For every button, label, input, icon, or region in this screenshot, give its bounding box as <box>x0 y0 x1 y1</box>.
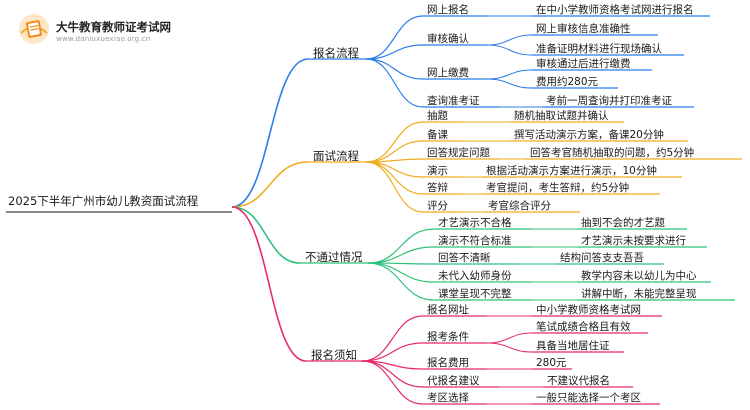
b3-node-1-link <box>367 228 435 264</box>
b2-node-5-link <box>365 161 424 195</box>
leaf-unclear-answer-1: 结构问答支支吾吾 <box>560 252 644 264</box>
node-talent-fail: 才艺演示不合格 <box>438 217 512 229</box>
node-incomplete-class: 课堂呈现不完整 <box>438 288 512 300</box>
node-answer-questions: 回答规定问题 <box>427 147 490 159</box>
node-registration-site: 报名网址 <box>427 304 469 316</box>
leaf-registration-fee-1: 280元 <box>536 357 567 369</box>
node-no-teacher-role: 未代入幼师身份 <box>438 270 512 282</box>
node-review-confirm: 审核确认 <box>427 33 469 45</box>
leaf-exam-area-1: 一般只能选择一个考区 <box>536 392 641 404</box>
node-online-registration: 网上报名 <box>427 4 469 16</box>
leaf-answer-questions-1: 回答考官随机抽取的问题，约5分钟 <box>530 147 695 159</box>
b3-trunk <box>231 206 301 264</box>
b1-node-3-link <box>365 58 424 80</box>
leaf-online-payment-1: 审核通过后进行缴费 <box>536 58 631 70</box>
b1-leaf-2-1-link <box>486 34 533 46</box>
b4-trunk <box>231 206 307 362</box>
logo-url: www.daniuxuexiao.org.cn <box>56 35 151 43</box>
leaf-scoring-1: 考官综合评分 <box>488 200 551 212</box>
leaf-incomplete-class-1: 讲解中断，未能完整呈现 <box>581 288 697 300</box>
branch-registration-notes: 报名须知 <box>311 348 357 362</box>
node-draw-question: 抽题 <box>427 110 448 122</box>
leaf-admission-ticket-1: 考前一周查询并打印准考证 <box>546 95 672 107</box>
b4-leaf-2-1-link <box>486 332 533 344</box>
root-topic: 2025下半年广州市幼儿教资面试流程 <box>8 194 199 208</box>
leaf-no-teacher-role-1: 教学内容未以幼儿为中心 <box>581 270 697 282</box>
b1-leaf-3-1-link <box>486 69 533 80</box>
branch-registration-process: 报名流程 <box>313 46 359 60</box>
branch-fail-cases: 不通过情况 <box>305 250 363 264</box>
leaf-online-payment-2: 费用约280元 <box>536 76 599 88</box>
leaf-lesson-prep-1: 撰写活动演示方案，备课20分钟 <box>514 129 664 141</box>
b1-node-4-link <box>365 58 424 108</box>
branch-interview-process: 面试流程 <box>313 149 359 163</box>
logo: 大牛教育教师证考试网 www.daniuxuexiao.org.cn <box>14 12 204 48</box>
node-demonstration: 演示 <box>427 165 448 177</box>
node-scoring: 评分 <box>427 200 448 212</box>
node-lesson-prep: 备课 <box>427 129 448 141</box>
b1-leaf-2-2-link <box>486 44 533 56</box>
node-demo-nonstandard: 演示不符合标准 <box>438 235 512 247</box>
node-registration-fee: 报名费用 <box>427 357 469 369</box>
b1-leaf-3-2-link <box>486 78 533 89</box>
leaf-review-confirm-2: 准备证明材料进行现场确认 <box>536 43 662 55</box>
node-admission-ticket: 查询准考证 <box>427 95 480 107</box>
node-unclear-answer: 回答不清晰 <box>438 252 491 264</box>
b1-trunk <box>231 58 309 208</box>
leaf-online-registration-1: 在中小学教师资格考试网进行报名 <box>536 4 694 16</box>
leaf-registration-site-1: 中小学教师资格考试网 <box>536 304 641 316</box>
node-eligibility: 报考条件 <box>427 331 469 343</box>
leaf-review-confirm-1: 网上审核信息准确性 <box>536 23 631 35</box>
b4-leaf-2-2-link <box>486 342 533 353</box>
leaf-eligibility-1: 笔试成绩合格且有效 <box>536 321 631 333</box>
leaf-draw-question-1: 随机抽取试题并确认 <box>514 110 609 122</box>
logo-title: 大牛教育教师证考试网 <box>56 20 171 34</box>
b4-node-5-link <box>361 360 424 405</box>
b3-node-5-link <box>367 262 435 301</box>
b4-node-1-link <box>361 315 424 362</box>
book-logo-icon <box>19 14 49 44</box>
b3-node-2-link <box>367 246 435 264</box>
leaf-defense-1: 考官提问，考生答辩，约5分钟 <box>486 182 630 194</box>
node-exam-area: 考区选择 <box>427 392 469 404</box>
leaf-demonstration-1: 根据活动演示方案进行演示，10分钟 <box>486 165 657 177</box>
leaf-talent-fail-1: 抽到不会的才艺题 <box>581 217 665 229</box>
node-defense: 答辩 <box>427 182 448 194</box>
node-online-payment: 网上缴费 <box>427 67 469 79</box>
b1-node-1-link <box>365 15 424 60</box>
node-proxy-advice: 代报名建议 <box>427 375 480 387</box>
b2-trunk <box>231 161 309 208</box>
b4-node-2-link <box>361 342 424 362</box>
b3-node-4-link <box>367 262 435 283</box>
b1-node-2-link <box>365 44 424 60</box>
leaf-proxy-advice-1: 不建议代报名 <box>547 375 610 387</box>
b2-node-6-link <box>365 161 424 213</box>
leaf-demo-nonstandard-1: 才艺演示未按要求进行 <box>581 235 686 247</box>
leaf-eligibility-2: 具备当地居住证 <box>536 340 610 352</box>
